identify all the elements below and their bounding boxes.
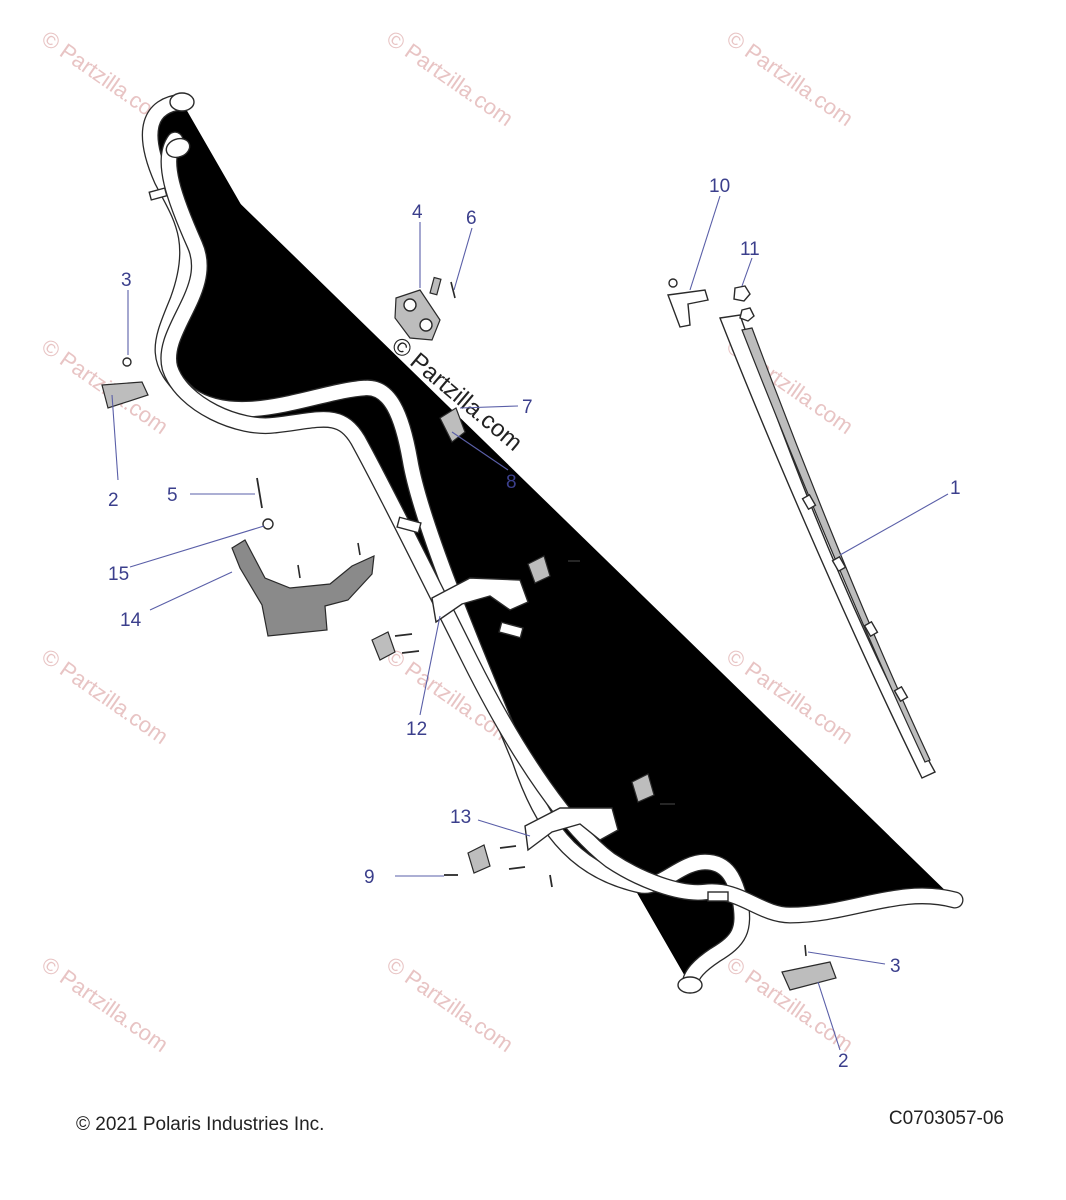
tube-clip: [467, 844, 491, 874]
screw: [450, 281, 456, 299]
callout-7: 7: [522, 397, 533, 418]
callout-12: 12: [406, 719, 427, 740]
bracket-screw: [668, 278, 678, 288]
callout-15: 15: [108, 564, 129, 585]
tube-clamp: [707, 891, 729, 902]
clamp-hole: [419, 318, 433, 332]
tube-clip: [371, 631, 396, 661]
tube-end: [165, 137, 191, 159]
mounting-bracket: [719, 314, 936, 779]
watermark: © Partzilla.com: [37, 952, 173, 1058]
callout-3: 3: [890, 956, 901, 977]
tube-clamp: [498, 621, 524, 639]
callout-10: 10: [709, 176, 730, 197]
spring: [429, 276, 442, 296]
coolant-tubes: [148, 92, 955, 994]
tube-clip: [631, 773, 655, 803]
hose-clip: [101, 381, 149, 409]
screw: [357, 542, 361, 556]
callout-9: 9: [364, 867, 375, 888]
callout-8: 8: [506, 472, 517, 493]
screw: [549, 874, 553, 888]
tube-clip: [527, 555, 551, 584]
tube-end: [169, 92, 195, 112]
callout-2: 2: [108, 490, 119, 511]
copyright-notice: © 2021 Polaris Industries Inc.: [76, 1114, 325, 1135]
watermark: © Partzilla.com: [382, 952, 518, 1058]
bolt: [394, 633, 413, 637]
tube-clip: [439, 407, 466, 443]
support-bracket: [431, 577, 529, 624]
tube-clamp: [148, 187, 168, 201]
clamp-hole: [403, 298, 417, 312]
screw: [804, 944, 807, 957]
screw: [297, 564, 301, 579]
nut: [122, 357, 132, 367]
bolt: [508, 866, 526, 870]
callout-4: 4: [412, 202, 423, 223]
support-bracket: [524, 807, 619, 852]
callout-3: 3: [121, 270, 132, 291]
watermark: © Partzilla.com: [382, 26, 518, 132]
watermark: © Partzilla.com: [722, 26, 858, 132]
bolt: [401, 650, 420, 654]
callout-5: 5: [167, 485, 178, 506]
bolt: [499, 845, 517, 849]
tube-end: [677, 976, 703, 994]
leader-lines: [111, 195, 949, 1051]
watermark: © Partzilla.com: [37, 644, 173, 750]
nut: [262, 518, 274, 530]
nut: [739, 307, 755, 322]
callout-13: 13: [450, 807, 471, 828]
bolt: [256, 477, 263, 509]
heat-shield: [231, 539, 375, 637]
drawing-number: C0703057-06: [888, 1108, 1004, 1129]
callout-1: 1: [950, 478, 961, 499]
tube-clamp: [396, 516, 422, 534]
callouts: 1 2 2 3 3 4 5 6 7 8 9 10 11 12 13 14 15: [108, 176, 961, 1072]
hose-clip: [781, 961, 837, 991]
callout-14: 14: [120, 610, 142, 631]
callout-6: 6: [466, 208, 477, 229]
callout-11: 11: [740, 239, 760, 260]
callout-2: 2: [838, 1051, 849, 1072]
small-bracket: [667, 289, 709, 328]
nut: [733, 285, 751, 302]
